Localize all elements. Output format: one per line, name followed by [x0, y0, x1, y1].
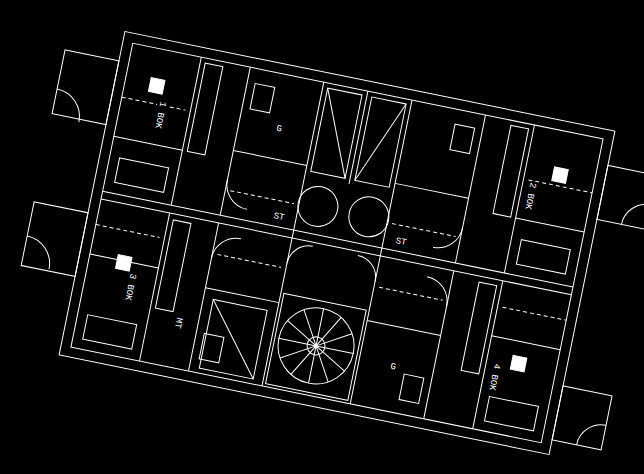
fixture-label: MT: [172, 316, 184, 331]
room-label: 1 BOK: [152, 100, 168, 130]
room-label: 2 BOK: [523, 180, 539, 210]
fixture-label: ST: [393, 235, 408, 247]
fixture-label: G: [274, 123, 283, 134]
fixture-label: ST: [272, 211, 287, 223]
room-label: 4 BOK: [487, 362, 503, 392]
building: [5, 21, 644, 465]
fixture-label: G: [389, 361, 398, 372]
room-label: 3 BOK: [122, 271, 138, 301]
